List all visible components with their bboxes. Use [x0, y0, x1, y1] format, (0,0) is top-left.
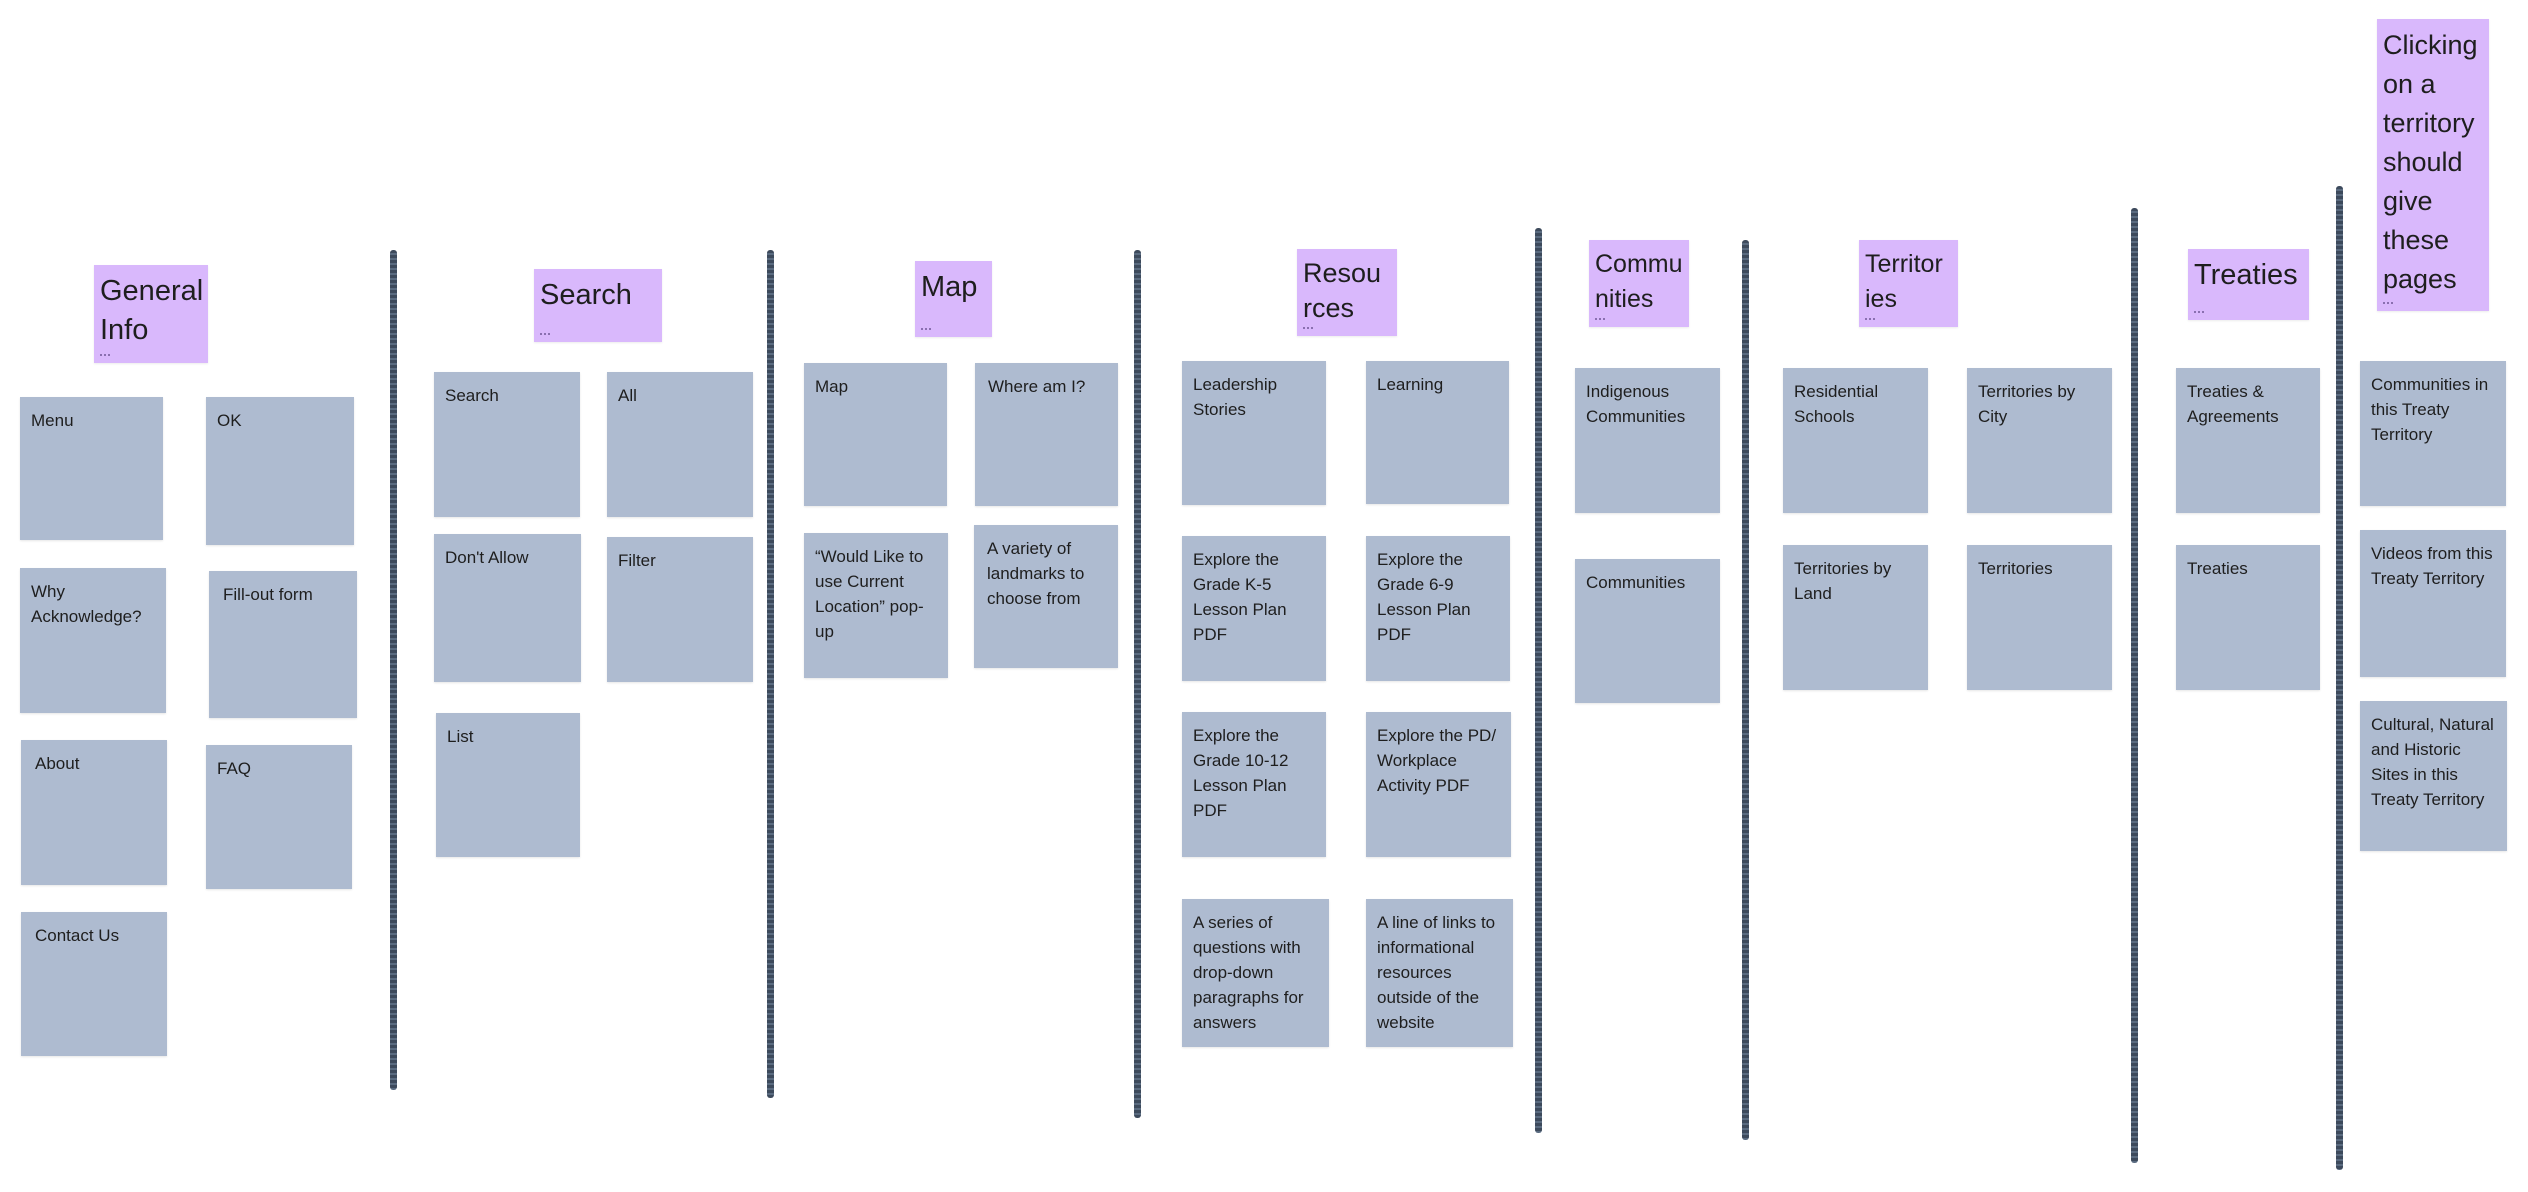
sticky-about[interactable]: About	[21, 740, 167, 885]
column-header-search[interactable]: Search	[534, 269, 662, 342]
author-dots	[540, 333, 550, 337]
column-header-territory-pages[interactable]: Clicking on a territory should give thes…	[2377, 19, 2489, 311]
sticky-indigenous-communities[interactable]: Indigenous Communities	[1575, 368, 1720, 513]
sticky-landmarks[interactable]: A variety of landmarks to choose from	[974, 525, 1118, 668]
author-dots	[921, 328, 931, 332]
author-dots	[2383, 302, 2393, 306]
sticky-filter[interactable]: Filter	[607, 537, 753, 682]
sticky-ok[interactable]: OK	[206, 397, 354, 545]
column-header-resources[interactable]: Resources	[1297, 249, 1397, 336]
sticky-all[interactable]: All	[607, 372, 753, 517]
header-label: Search	[540, 279, 632, 311]
column-divider	[2131, 208, 2138, 1163]
sticky-treaties[interactable]: Treaties	[2176, 545, 2320, 690]
author-dots	[1865, 318, 1875, 322]
sticky-fill-out-form[interactable]: Fill-out form	[209, 571, 357, 718]
sticky-why-acknowledge[interactable]: Why Acknowledge?	[20, 568, 166, 713]
sticky-cultural-sites-in-territory[interactable]: Cultural, Natural and Historic Sites in …	[2360, 701, 2507, 851]
column-header-communities[interactable]: Communities	[1589, 240, 1689, 327]
sticky-treaties-agreements[interactable]: Treaties & Agreements	[2176, 368, 2320, 513]
sticky-links-resources[interactable]: A line of links to informational resourc…	[1366, 899, 1513, 1047]
author-dots	[2194, 311, 2204, 315]
sticky-videos-from-territory[interactable]: Videos from this Treaty Territory	[2360, 530, 2506, 677]
sticky-communities-in-territory[interactable]: Communities in this Treaty Territory	[2360, 361, 2506, 506]
sticky-grade-10-12-pdf[interactable]: Explore the Grade 10-12 Lesson Plan PDF	[1182, 712, 1326, 857]
sticky-leadership-stories[interactable]: Leadership Stories	[1182, 361, 1326, 505]
sticky-territories-by-city[interactable]: Territories by City	[1967, 368, 2112, 513]
sticky-search[interactable]: Search	[434, 372, 580, 517]
sticky-grade-6-9-pdf[interactable]: Explore the Grade 6-9 Lesson Plan PDF	[1366, 536, 1510, 681]
sticky-map[interactable]: Map	[804, 363, 947, 506]
sticky-faq[interactable]: FAQ	[206, 745, 352, 889]
header-label: Treaties	[2194, 259, 2298, 291]
sticky-current-location-popup[interactable]: “Would Like to use Current Location” pop…	[804, 533, 948, 678]
column-divider	[2336, 186, 2343, 1170]
header-label: Communities	[1595, 250, 1683, 313]
sticky-learning[interactable]: Learning	[1366, 361, 1509, 504]
sticky-where-am-i[interactable]: Where am I?	[975, 363, 1118, 506]
sticky-contact-us[interactable]: Contact Us	[21, 912, 167, 1056]
header-label: Territories	[1865, 250, 1943, 313]
column-divider	[1742, 240, 1749, 1140]
column-divider	[1134, 250, 1141, 1118]
column-divider	[390, 250, 397, 1090]
header-label: General Info	[100, 275, 204, 346]
sticky-dont-allow[interactable]: Don't Allow	[434, 534, 581, 682]
author-dots	[1595, 318, 1605, 322]
author-dots	[1303, 327, 1313, 331]
column-divider	[767, 250, 774, 1098]
sticky-list[interactable]: List	[436, 713, 580, 857]
sticky-grade-k5-pdf[interactable]: Explore the Grade K-5 Lesson Plan PDF	[1182, 536, 1326, 681]
header-label: Resources	[1303, 258, 1382, 323]
sticky-residential-schools[interactable]: Residential Schools	[1783, 368, 1928, 513]
header-label: Map	[921, 271, 978, 303]
column-header-treaties[interactable]: Treaties	[2188, 249, 2309, 320]
column-header-map[interactable]: Map	[915, 261, 992, 337]
author-dots	[100, 354, 110, 358]
header-label: Clicking on a territory should give thes…	[2383, 30, 2478, 294]
column-header-territories[interactable]: Territories	[1859, 240, 1958, 327]
sticky-territories[interactable]: Territories	[1967, 545, 2112, 690]
sticky-communities[interactable]: Communities	[1575, 559, 1720, 703]
sticky-territories-by-land[interactable]: Territories by Land	[1783, 545, 1928, 690]
column-header-general-info[interactable]: General Info	[94, 265, 208, 363]
column-divider	[1535, 228, 1542, 1133]
sticky-menu[interactable]: Menu	[20, 397, 163, 540]
sticky-pd-workplace-pdf[interactable]: Explore the PD/ Workplace Activity PDF	[1366, 712, 1511, 857]
sticky-questions-dropdown[interactable]: A series of questions with drop-down par…	[1182, 899, 1329, 1047]
